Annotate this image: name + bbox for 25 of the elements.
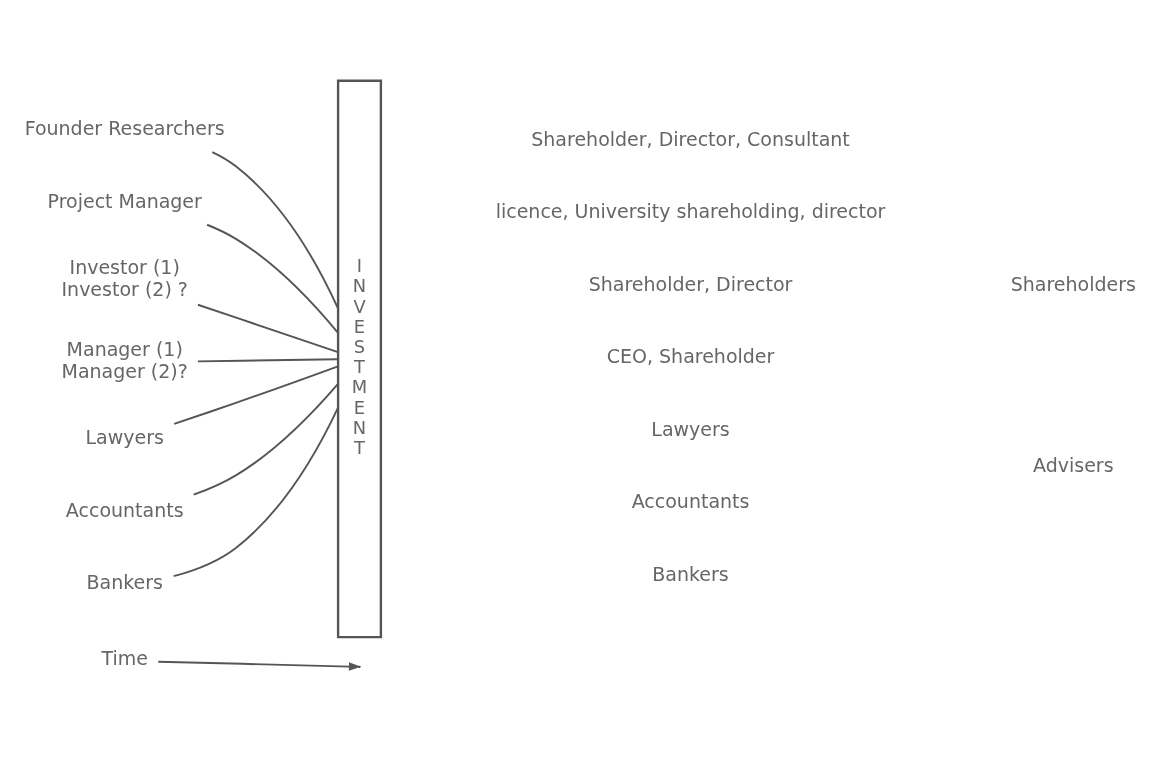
connector: [172, 406, 339, 577]
node-text: Accountants: [65, 498, 184, 521]
label: Time: [101, 646, 148, 669]
label: Shareholders: [1010, 272, 1136, 295]
label: Shareholder, Director, Consultant: [531, 127, 850, 150]
node-box: INVESTMENT: [336, 79, 383, 638]
connector: [173, 364, 339, 425]
label: Lawyers: [651, 417, 730, 440]
connector: [196, 303, 339, 353]
connector: [211, 150, 339, 309]
label: Shareholder, Director: [588, 272, 793, 295]
connector: [196, 357, 339, 362]
connector: [192, 382, 339, 496]
label: Bankers: [652, 562, 729, 585]
label: licence, University shareholding, director: [495, 199, 886, 222]
label: Advisers: [1033, 453, 1114, 476]
node-text: Manager (1) Manager (2)?: [61, 337, 188, 382]
connector: [206, 223, 339, 334]
label: Accountants: [631, 489, 750, 512]
node-text: Founder Researchers: [24, 116, 225, 139]
node-text: Lawyers: [85, 425, 164, 448]
node-text: Project Manager: [47, 189, 202, 212]
label: CEO, Shareholder: [606, 344, 775, 367]
node-text: Bankers: [86, 570, 163, 593]
node-text: Investor (1) Investor (2) ?: [61, 255, 188, 300]
